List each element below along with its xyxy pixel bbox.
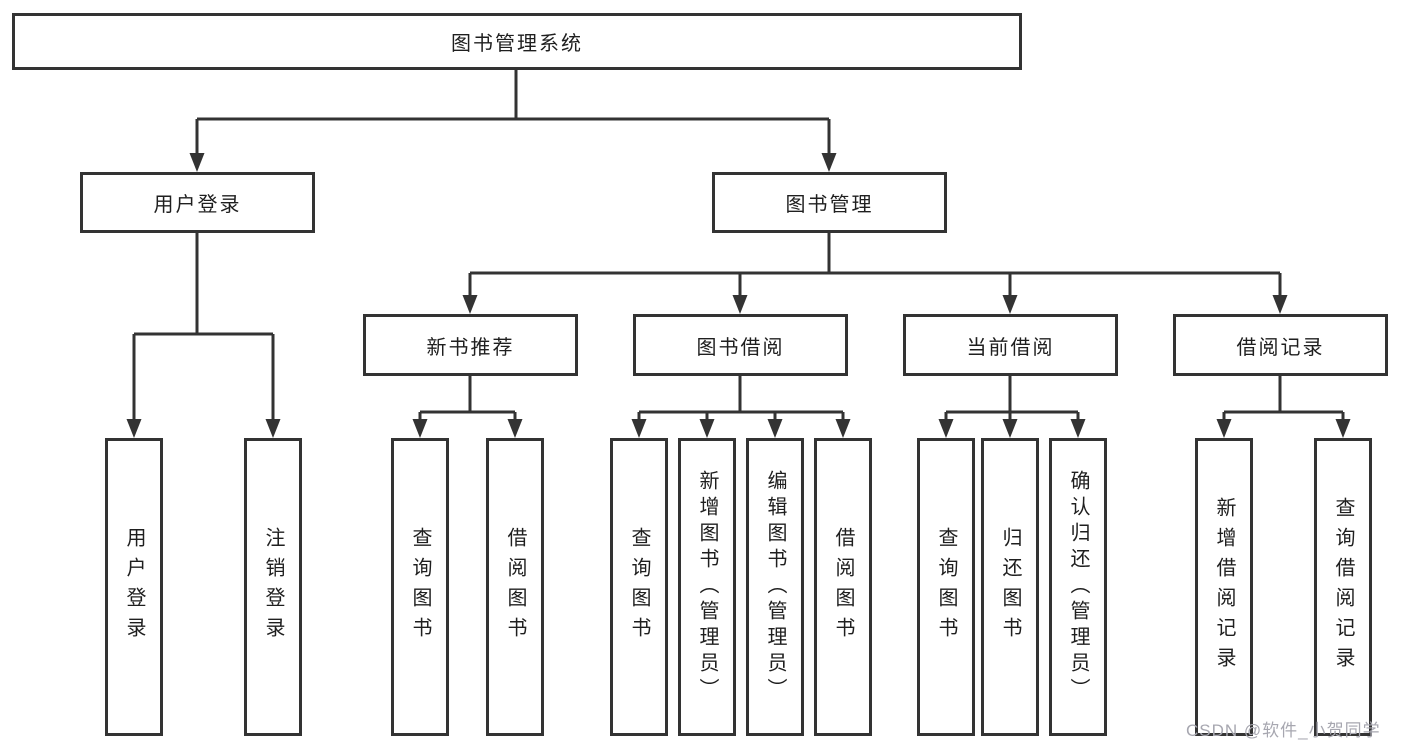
leaf-newbook-query-books: 查询图书: [391, 438, 449, 736]
leaf-borrow-query-books: 查询图书: [610, 438, 668, 736]
node-book-borrowing-label: 图书借阅: [696, 336, 785, 359]
node-new-book-recommend: 新书推荐: [363, 314, 578, 376]
leaf-newbook-borrow-books-label: 借阅图书: [504, 527, 526, 647]
node-root-label: 图书管理系统: [451, 33, 583, 55]
connector-newbook-to-leaves: [418, 376, 517, 420]
node-new-book-recommend-label: 新书推荐: [426, 336, 515, 359]
connector-records-to-leaves: [1222, 376, 1345, 420]
leaf-current-query-books-label: 查询图书: [935, 527, 957, 647]
node-user-login: 用户登录: [80, 172, 315, 233]
leaf-records-add-record-label: 新增借阅记录: [1213, 497, 1235, 677]
connector-currentborrow-to-leaves: [944, 376, 1080, 420]
leaf-borrow-borrow-books: 借阅图书: [814, 438, 872, 736]
node-book-management-label: 图书管理: [785, 194, 874, 216]
leaf-newbook-borrow-books: 借阅图书: [486, 438, 544, 736]
leaf-newbook-query-books-label: 查询图书: [409, 527, 431, 647]
leaf-current-confirm-return-admin: 确认归还（管理员）: [1049, 438, 1107, 736]
leaf-logout-label: 注销登录: [262, 527, 284, 647]
leaf-borrow-add-books-admin-label: 新增图书（管理员）: [696, 470, 718, 704]
node-borrowing-records-label: 借阅记录: [1236, 336, 1325, 359]
node-book-management: 图书管理: [712, 172, 947, 233]
connector-bookmgmt-to-level3: [468, 233, 1282, 296]
node-current-borrowing-label: 当前借阅: [966, 336, 1055, 359]
leaf-current-return-books: 归还图书: [981, 438, 1039, 736]
connector-userlogin-to-leaves: [132, 233, 275, 420]
node-user-login-label: 用户登录: [153, 194, 242, 216]
leaf-borrow-add-books-admin: 新增图书（管理员）: [678, 438, 736, 736]
leaf-records-add-record: 新增借阅记录: [1195, 438, 1253, 736]
leaf-borrow-edit-books-admin-label: 编辑图书（管理员）: [764, 470, 786, 704]
node-current-borrowing: 当前借阅: [903, 314, 1118, 376]
node-borrowing-records: 借阅记录: [1173, 314, 1388, 376]
leaf-current-query-books: 查询图书: [917, 438, 975, 736]
connector-root-to-level2: [195, 70, 831, 154]
leaf-user-login: 用户登录: [105, 438, 163, 736]
leaf-user-login-label: 用户登录: [123, 527, 145, 647]
leaf-current-return-books-label: 归还图书: [999, 527, 1021, 647]
csdn-watermark: CSDN @软件_小贺同学: [1186, 721, 1381, 740]
leaf-borrow-edit-books-admin: 编辑图书（管理员）: [746, 438, 804, 736]
node-root: 图书管理系统: [12, 13, 1022, 70]
leaf-current-confirm-return-admin-label: 确认归还（管理员）: [1067, 470, 1089, 704]
connector-bookborrow-to-leaves: [637, 376, 845, 420]
leaf-records-query-record: 查询借阅记录: [1314, 438, 1372, 736]
leaf-borrow-borrow-books-label: 借阅图书: [832, 527, 854, 647]
node-book-borrowing: 图书借阅: [633, 314, 848, 376]
leaf-borrow-query-books-label: 查询图书: [628, 527, 650, 647]
leaf-logout: 注销登录: [244, 438, 302, 736]
leaf-records-query-record-label: 查询借阅记录: [1332, 497, 1354, 677]
